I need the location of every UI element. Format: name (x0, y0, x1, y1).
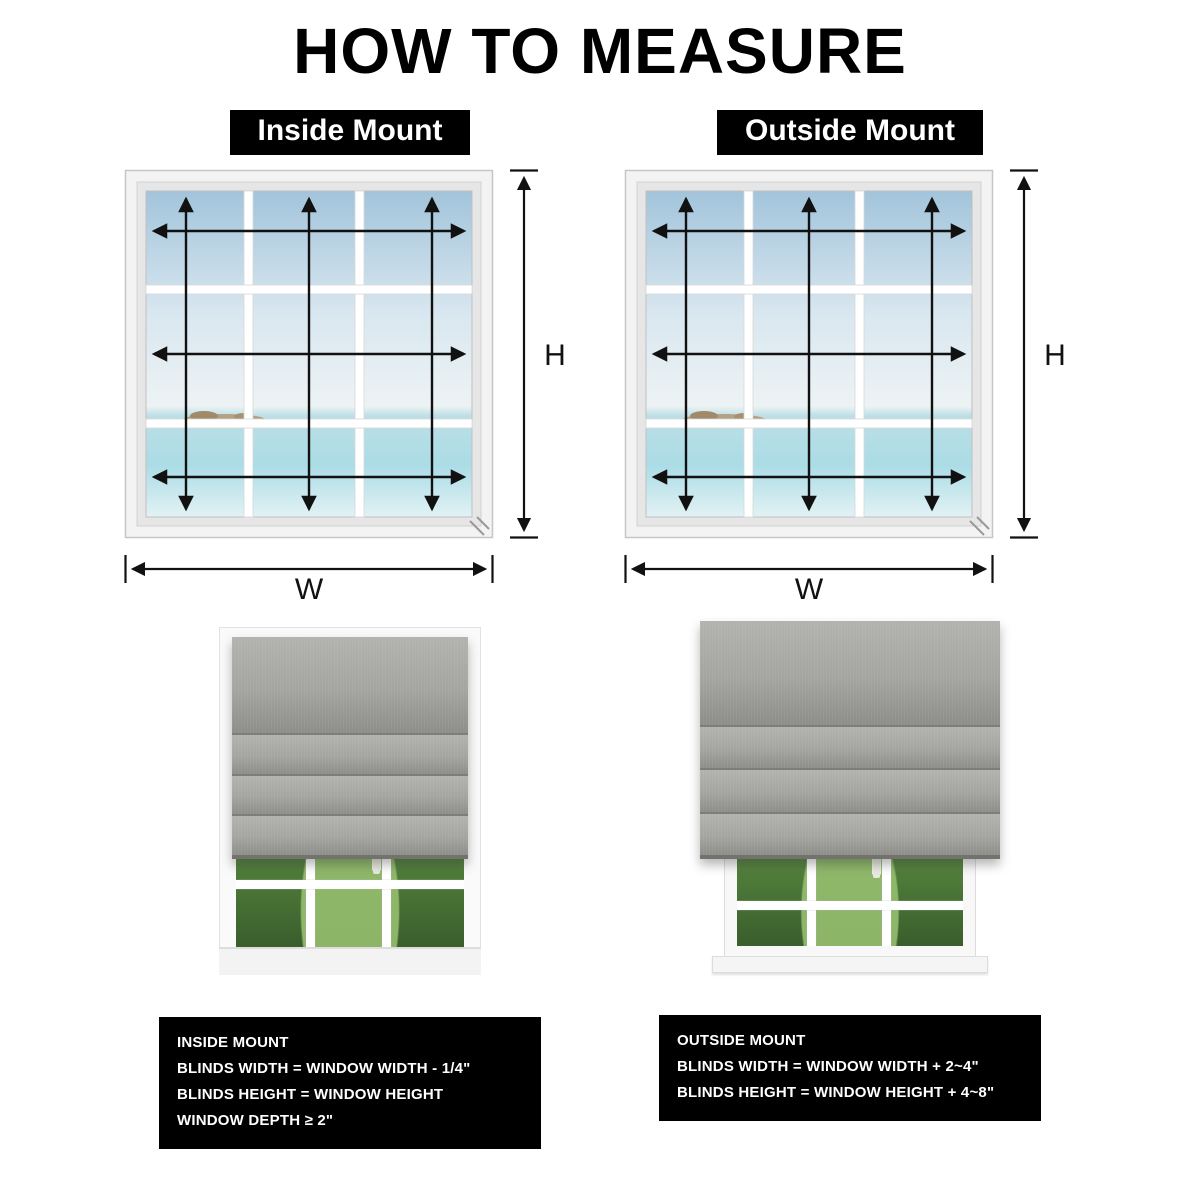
info-heading: INSIDE MOUNT (177, 1034, 289, 1051)
height-label: H (1044, 339, 1066, 372)
shade-panel (232, 637, 468, 736)
inside-mount-label: Inside Mount (229, 110, 471, 155)
page-title: HOW TO MEASURE (293, 15, 907, 87)
inside-window-diagram: H W (124, 169, 566, 605)
outside-window-diagram: H W (624, 169, 1066, 605)
columns: Inside Mount (0, 110, 1200, 1149)
shade-fold (232, 735, 468, 776)
window-muntin (737, 900, 963, 910)
inside-mount-info-box: INSIDE MOUNT BLINDS WIDTH = WINDOW WIDTH… (159, 1017, 541, 1149)
outside-mount-section: Outside Mount (610, 110, 1090, 1149)
outside-mount-label: Outside Mount (717, 110, 983, 155)
garden-ornament (872, 854, 880, 879)
measure-arrows (651, 196, 967, 512)
info-line: BLINDS WIDTH = WINDOW WIDTH + 2~4" (677, 1058, 979, 1075)
window-sill (712, 956, 988, 973)
height-label: H (544, 339, 566, 372)
shade-fold (700, 813, 1000, 859)
info-heading: OUTSIDE MOUNT (677, 1032, 806, 1049)
roman-shade (232, 637, 468, 859)
info-line: BLINDS HEIGHT = WINDOW HEIGHT (177, 1086, 444, 1103)
shade-fold (232, 775, 468, 817)
width-dimension (624, 555, 994, 583)
info-line: BLINDS HEIGHT = WINDOW HEIGHT + 4~8" (677, 1084, 995, 1101)
height-dimension (1010, 169, 1038, 539)
width-dimension (124, 555, 494, 583)
outside-mount-photo (700, 621, 1000, 973)
info-line: BLINDS WIDTH = WINDOW WIDTH - 1/4" (177, 1060, 471, 1077)
roman-shade (700, 621, 1000, 859)
depth-mark (969, 516, 990, 536)
inside-mount-photo (219, 627, 481, 975)
width-label: W (795, 573, 824, 605)
shade-fold (700, 726, 1000, 771)
depth-mark (469, 516, 490, 536)
window-muntin (236, 880, 464, 890)
shade-panel (700, 621, 1000, 727)
height-dimension (510, 169, 538, 539)
width-label: W (295, 573, 324, 605)
shade-fold (232, 816, 468, 859)
window-sill (219, 947, 481, 975)
measure-arrows (151, 196, 467, 512)
garden-ornament (372, 850, 380, 875)
inside-mount-section: Inside Mount (110, 110, 590, 1149)
outside-mount-info-box: OUTSIDE MOUNT BLINDS WIDTH = WINDOW WIDT… (659, 1015, 1041, 1121)
info-line: WINDOW DEPTH ≥ 2" (177, 1112, 334, 1129)
shade-fold (700, 770, 1000, 814)
